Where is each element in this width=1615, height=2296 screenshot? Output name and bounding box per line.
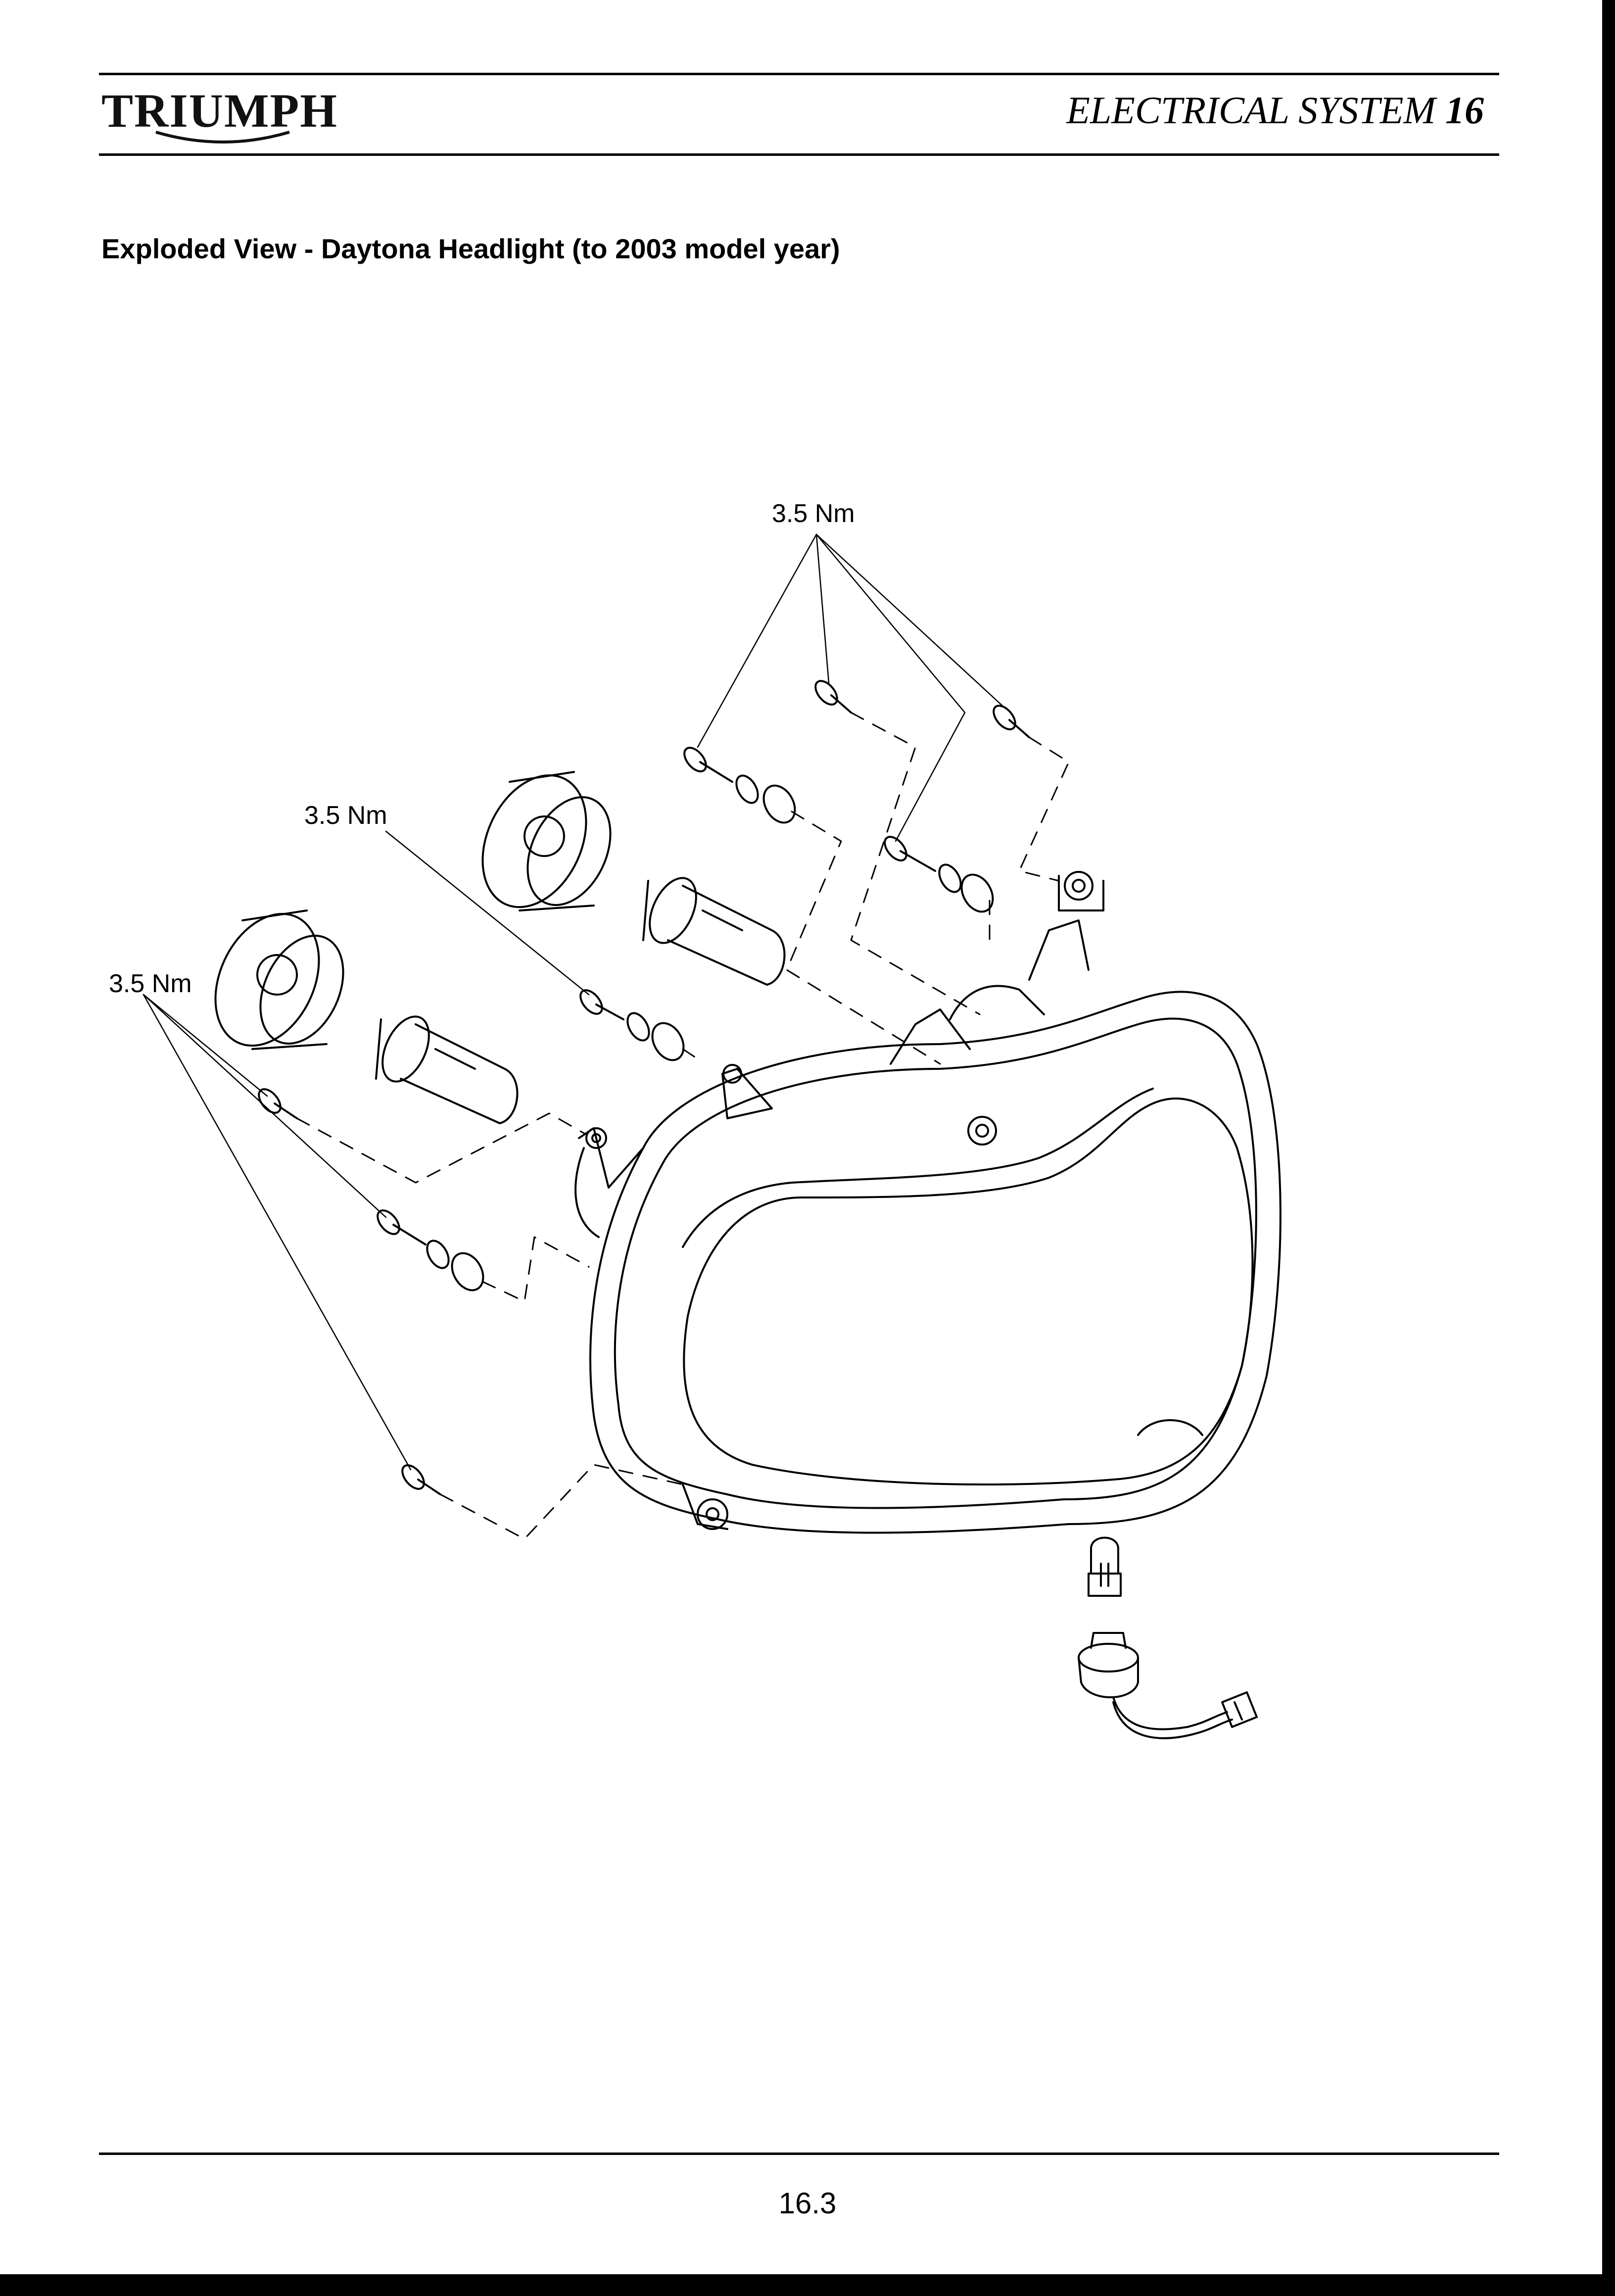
sidelight-bulb	[1088, 1536, 1122, 1597]
bulb-shield-lower	[214, 909, 344, 1050]
h4-bulb-lower	[375, 1015, 519, 1124]
section-title: ELECTRICAL SYSTEM 16	[1066, 89, 1484, 132]
torque-leader-lines	[142, 533, 1005, 1471]
screw-set-centre	[579, 989, 685, 1061]
torque-label-top: 3.5 Nm	[772, 499, 855, 528]
screw-set-upper-left	[683, 747, 796, 824]
screw-set-upper-mid	[884, 836, 994, 913]
page-number: 16.3	[778, 2187, 837, 2220]
h4-bulb-upper	[642, 877, 786, 986]
screw-set-left-lower	[401, 1464, 441, 1495]
screw-set-left-mid	[377, 1209, 484, 1292]
triumph-logo: TRIUMPH	[101, 84, 338, 137]
screw-set-top-right	[993, 705, 1030, 738]
sidelight-holder-harness	[1078, 1632, 1258, 1739]
section-number: 16	[1445, 89, 1484, 132]
scan-edge-right	[1602, 0, 1615, 2296]
header-bottom-rule	[99, 153, 1499, 156]
footer-rule	[99, 2152, 1499, 2155]
logo-swoosh-icon	[155, 131, 290, 144]
header-top-rule	[99, 73, 1499, 75]
headlight-housing	[574, 871, 1282, 1534]
bulb-shield-upper	[481, 771, 612, 911]
scan-edge-bottom	[0, 2274, 1615, 2296]
screw-set-top-centre	[814, 680, 852, 714]
document-title: Exploded View - Daytona Headlight (to 20…	[101, 233, 840, 264]
assembly-dashed-lines	[296, 712, 1070, 1540]
torque-label-left: 3.5 Nm	[109, 969, 192, 998]
torque-label-middle: 3.5 Nm	[304, 801, 387, 830]
